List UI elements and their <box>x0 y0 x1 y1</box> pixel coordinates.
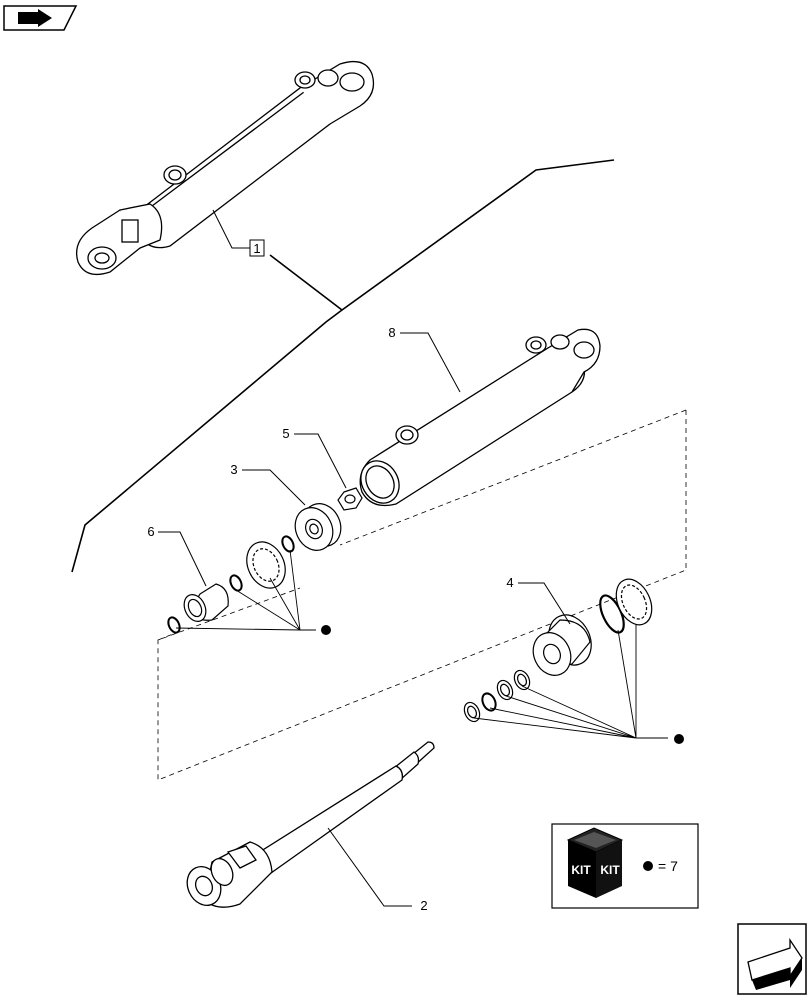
separator-line <box>71 159 615 573</box>
seal-disc-f <box>615 578 653 626</box>
piston <box>294 503 342 551</box>
kit-marker-left <box>321 625 331 635</box>
barrel <box>359 328 601 507</box>
callout-1: 1 <box>253 241 260 256</box>
kit-leaders-right <box>473 624 668 739</box>
kit-label-right: KIT <box>600 863 620 877</box>
kit-leaders-left <box>175 549 316 631</box>
nut <box>337 487 363 511</box>
callout-3: 3 <box>230 462 237 477</box>
callout-8: 8 <box>388 325 395 340</box>
kit-legend-marker <box>643 861 653 871</box>
kit-label-left: KIT <box>571 863 591 877</box>
bushing <box>183 583 229 622</box>
kit-marker-right <box>674 734 684 744</box>
seal-ring-d <box>167 616 181 634</box>
callout-6: 6 <box>147 524 154 539</box>
cylinder-assembly <box>75 60 375 276</box>
rod-seals <box>463 669 531 723</box>
callout-2: 2 <box>420 898 427 913</box>
kit-box-icon: KIT KIT <box>566 827 624 898</box>
next-page-arrow-icon[interactable] <box>737 923 807 995</box>
seal-ring-a <box>281 535 295 553</box>
callout-4: 4 <box>506 575 513 590</box>
seal-disc-b <box>246 541 286 589</box>
kit-legend: KIT KIT = 7 <box>551 823 699 909</box>
piston-rod <box>186 741 435 908</box>
kit-legend-text: = 7 <box>658 858 678 874</box>
back-arrow-icon[interactable] <box>3 5 78 31</box>
kit-boundary <box>157 410 687 781</box>
callout-5: 5 <box>282 426 289 441</box>
gland <box>532 614 592 676</box>
seal-ring-c <box>229 574 243 592</box>
